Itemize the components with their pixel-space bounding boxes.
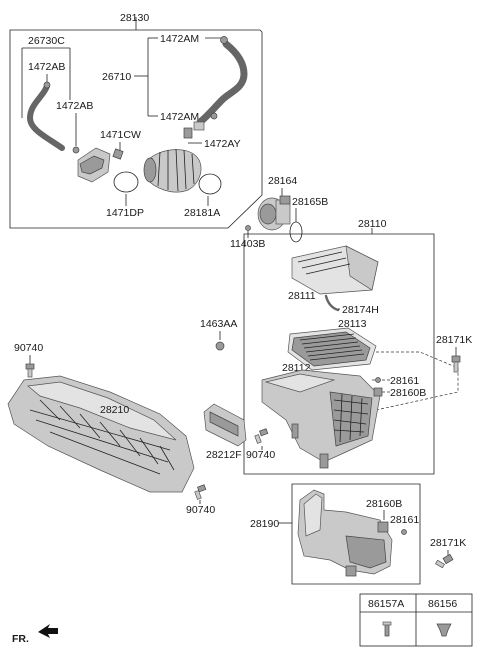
label-1472AY: 1472AY: [204, 138, 241, 150]
clip-1472AB-upper: [43, 81, 51, 89]
air-cleaner-body-28112: [261, 369, 381, 469]
label-28160B-lower: 28160B: [366, 498, 402, 510]
label-28212F: 28212F: [206, 449, 242, 461]
screw-11403B: [245, 225, 251, 231]
clip-1472AY: [183, 127, 193, 139]
label-28161-upper: 28161: [390, 375, 419, 387]
mount-28160B-lower: [377, 521, 389, 533]
label-28165B: 28165B: [292, 196, 328, 208]
parts-legend-table: 86157A 86156: [359, 593, 473, 647]
label-28130: 28130: [120, 12, 149, 24]
label-28190: 28190: [250, 518, 279, 530]
bolt-28171K-upper: [451, 355, 461, 373]
label-26730C: 26730C: [28, 35, 65, 47]
label-28171K-upper: 28171K: [436, 334, 472, 346]
pin-86157A-icon: [382, 621, 392, 637]
clamp-1471DP: [113, 171, 139, 193]
label-90740-left: 90740: [14, 342, 43, 354]
label-FR: FR.: [12, 633, 29, 645]
label-28160B-upper: 28160B: [390, 387, 426, 399]
label-11403B: 11403B: [230, 238, 265, 250]
clip-1472AB-lower: [72, 146, 80, 154]
bolt-90740-middle: [254, 428, 269, 444]
label-1471DP: 1471DP: [106, 207, 144, 219]
label-28171K-lower: 28171K: [430, 537, 466, 549]
breather-hose-26710: [196, 40, 248, 126]
label-1472AM-upper: 1472AM: [160, 33, 199, 45]
clamp-28181A: [198, 173, 222, 195]
label-28161-lower: 28161: [390, 514, 419, 526]
front-arrow-icon: [38, 624, 58, 638]
label-28113: 28113: [338, 318, 367, 330]
label-28210: 28210: [100, 404, 129, 416]
air-duct-28210: [7, 375, 195, 493]
clip-1472AM-lower: [210, 112, 218, 120]
label-86157A: 86157A: [368, 598, 404, 610]
group-outline-28110: [243, 233, 435, 475]
resonator-28212F: [203, 403, 247, 447]
mass-air-flow-sensor: [257, 195, 291, 231]
grommet-1463AA: [215, 341, 225, 351]
label-26710: 26710: [102, 71, 131, 83]
hose-28174H: [324, 294, 340, 312]
bolt-28161-lower: [401, 529, 407, 535]
group-outline-28190: [291, 483, 421, 585]
bolt-28161-upper: [375, 377, 381, 383]
mount-28160B-upper: [373, 387, 383, 397]
resonator-28190: [297, 489, 393, 577]
label-28164: 28164: [268, 175, 297, 187]
filter-element-28113: [287, 327, 377, 371]
breather-hose-small: [27, 83, 65, 151]
o-ring-28165B: [289, 221, 303, 243]
label-90740-middle: 90740: [246, 449, 275, 461]
bolt-90740-bottom: [194, 484, 207, 500]
label-28181A: 28181A: [184, 207, 220, 219]
intake-hose-28181A: [143, 148, 202, 193]
bolt-28171K-lower: [435, 553, 454, 569]
label-1472AB-upper: 1472AB: [28, 61, 65, 73]
label-28174H: 28174H: [342, 304, 379, 316]
group-outline-28130: [9, 29, 263, 229]
label-1471CW: 1471CW: [100, 129, 141, 141]
clip-86156-icon: [436, 623, 452, 637]
label-1472AB-lower: 1472AB: [56, 100, 93, 112]
label-28111: 28111: [288, 290, 316, 302]
air-cleaner-cover-28111: [291, 245, 379, 295]
clip-1472AM-upper: [220, 36, 228, 44]
label-86156: 86156: [428, 598, 457, 610]
bolt-90740-left: [25, 363, 35, 378]
label-90740-bottom: 90740: [186, 504, 215, 516]
label-1472AM-lower: 1472AM: [160, 111, 199, 123]
label-28110: 28110: [358, 218, 387, 230]
label-1463AA: 1463AA: [200, 318, 237, 330]
